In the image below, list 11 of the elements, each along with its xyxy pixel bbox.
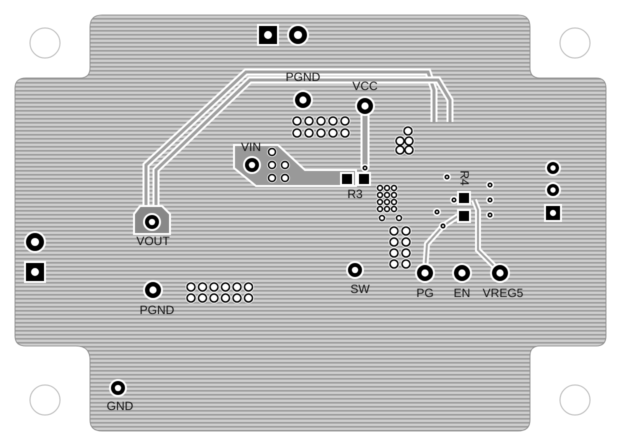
pin-label: VREG5 [482,287,524,300]
pin-label: GND [106,400,134,413]
pin-label: VOUT [136,235,170,248]
component-label: R4 [458,170,470,186]
pin-label: VCC [352,80,378,93]
pin-label: EN [454,287,470,300]
component-label: R3 [347,188,363,201]
pin-label: PG [416,287,434,300]
pin-label: PGND [140,304,174,317]
pin-label: SW [350,283,370,296]
pin-label: PGND [286,71,320,84]
